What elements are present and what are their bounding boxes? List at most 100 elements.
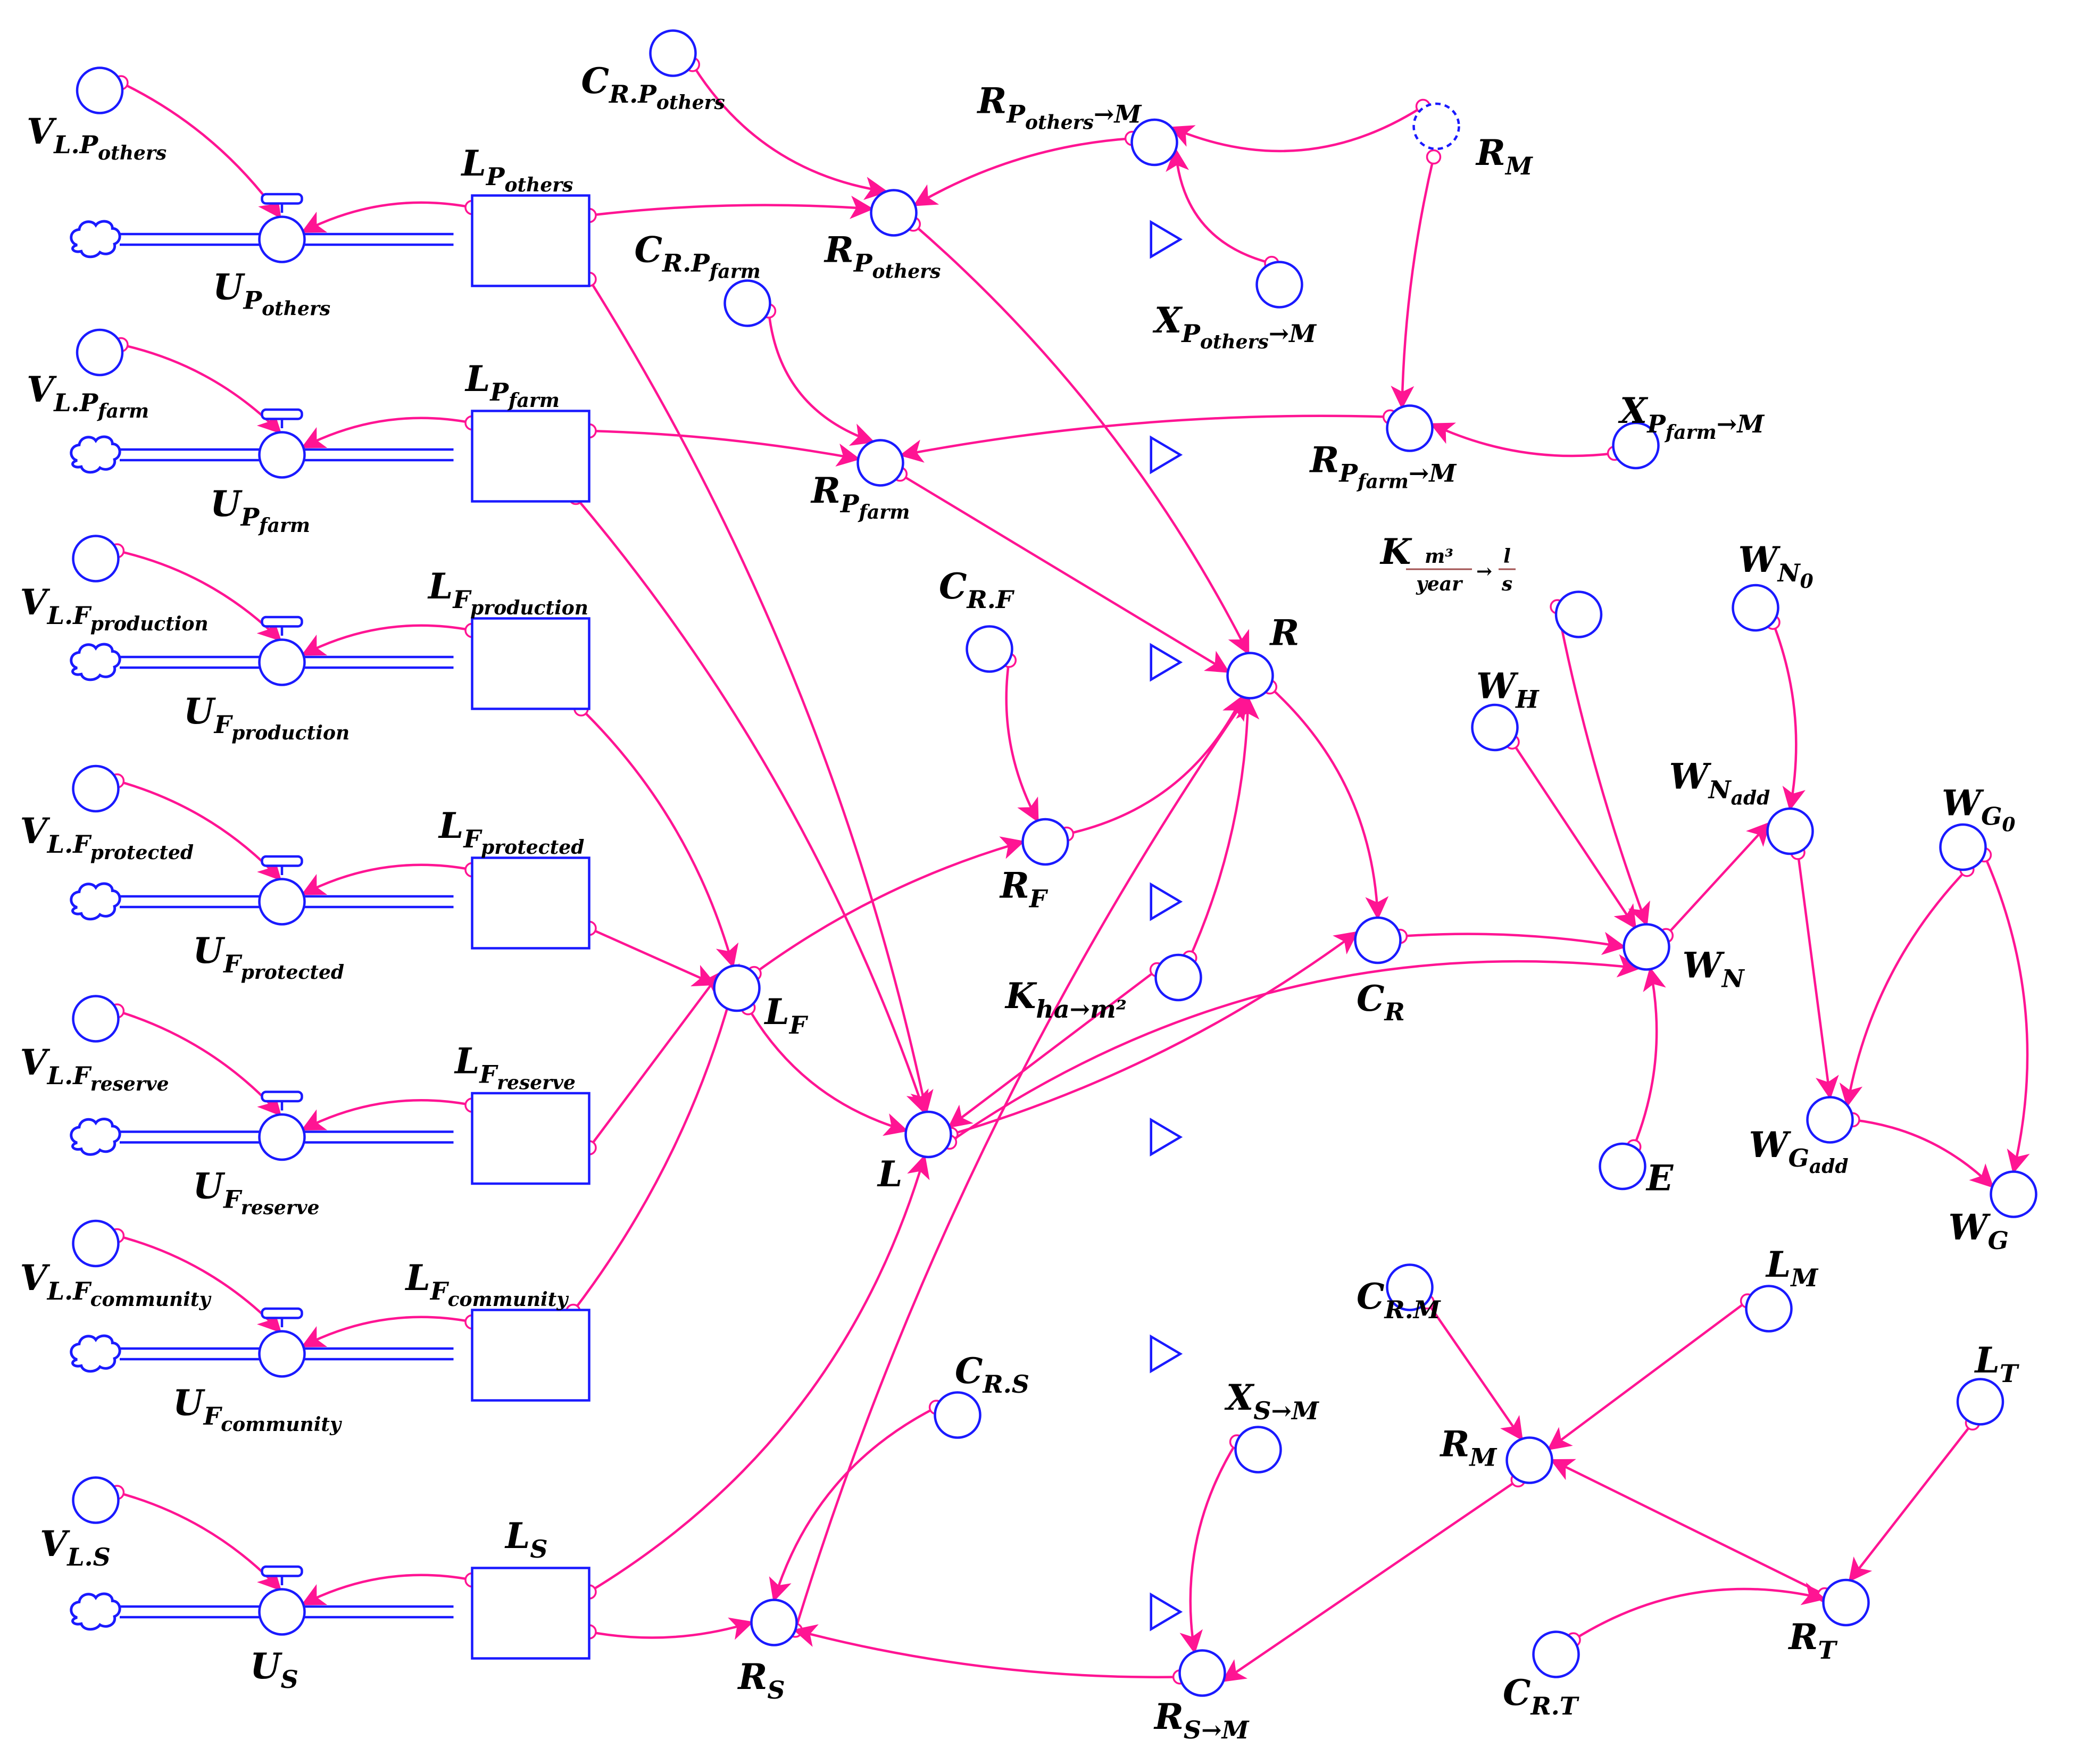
causal-link [301, 1316, 472, 1347]
causal-link [1848, 1422, 1974, 1583]
flow-valve-icon [258, 408, 306, 479]
causal-link [1556, 606, 1650, 927]
node-label: CR.Pfarm [635, 229, 761, 283]
node-label: UPothers [213, 267, 330, 320]
causal-link [117, 1491, 282, 1591]
node-label: LPothers [461, 143, 573, 196]
causal-link [575, 496, 929, 1114]
causal-link [1426, 1301, 1523, 1441]
causal-link [1066, 695, 1244, 836]
causal-link [899, 414, 1391, 463]
node-label: VL.Freserve [20, 1042, 169, 1095]
variable-node [723, 279, 771, 327]
node-label: VL.Fprotected [20, 810, 194, 864]
node-label: XPothers→M [1152, 299, 1317, 353]
variable-node [934, 1391, 981, 1439]
causal-link [1169, 105, 1424, 153]
causal-link [589, 195, 874, 219]
node-label: WG0 [1942, 783, 2015, 836]
node-label: WG [1949, 1206, 2009, 1255]
causal-link [588, 927, 717, 987]
causal-link [580, 708, 739, 968]
variable-node [1130, 118, 1178, 167]
node-label: RPothers→M [977, 80, 1143, 134]
fraction-denominator: year [1416, 573, 1463, 595]
causal-link [301, 1574, 472, 1605]
node-label: RS [737, 1656, 785, 1704]
node-label: L [877, 1153, 902, 1195]
node-label: CR.M [1357, 1276, 1442, 1324]
node-label: UFcommunity [173, 1382, 342, 1436]
node-label: CR.S [955, 1350, 1029, 1399]
causal-link [793, 1624, 1180, 1678]
causal-link [1188, 695, 1260, 959]
causal-link [913, 137, 1133, 206]
causal-link [589, 429, 861, 467]
node-label: RPfarm→M [1309, 439, 1458, 493]
variable-node [1623, 923, 1670, 971]
variable-node [1806, 1096, 1854, 1144]
node-label: LFprotected [438, 805, 584, 859]
node-label: VL.S [40, 1523, 111, 1571]
variable-node [1745, 1285, 1793, 1333]
causal-link [301, 1099, 472, 1130]
flow-valve-icon [258, 855, 306, 926]
node-label: CR.F [939, 565, 1015, 614]
variable-node [1822, 1578, 1870, 1627]
node-label: RS→M [1153, 1696, 1250, 1744]
node-label: RM [1475, 132, 1534, 180]
variable-node [72, 995, 120, 1043]
node-label: LFcommunity [405, 1257, 569, 1311]
variable-node [1766, 807, 1814, 855]
variable-node [1956, 1378, 2004, 1426]
node-label: UPfarm [210, 483, 310, 537]
node-label: VL.Fproduction [20, 581, 209, 635]
node-label: RPfarm [810, 470, 910, 523]
causal-link [1573, 1582, 1826, 1641]
causal-link [1400, 931, 1626, 955]
variable-node [76, 66, 124, 114]
causal-link [794, 696, 1248, 1631]
node-label: WH [1476, 665, 1540, 714]
variable-node [649, 29, 697, 77]
source-cloud-icon [70, 643, 121, 681]
node-label: XS→M [1224, 1377, 1320, 1425]
node-label: VL.Pothers [27, 111, 167, 164]
causal-link [1166, 147, 1272, 265]
causal-link [1391, 156, 1435, 410]
flow-valve-icon [258, 1307, 306, 1378]
flow-valve-icon [258, 1091, 306, 1161]
node-label: WN0 [1738, 539, 1814, 593]
node-label: RPothers [823, 229, 941, 283]
variable-node [1505, 1436, 1553, 1484]
causal-link [1511, 741, 1637, 929]
node-label: LM [1765, 1244, 1819, 1292]
causal-link [747, 1007, 909, 1136]
variable-node [76, 328, 124, 377]
node-label: WGadd [1749, 1124, 1849, 1178]
node-label: VL.Fcommunity [20, 1257, 212, 1311]
node-label: LF [764, 991, 809, 1039]
node-label: WNadd [1669, 756, 1770, 810]
flow-valve-icon [258, 193, 306, 263]
node-label: LPfarm [464, 358, 560, 412]
node-label: LFproduction [427, 565, 588, 619]
causal-link [1005, 660, 1039, 823]
causal-link [588, 971, 721, 1149]
flow-valve-icon [258, 1565, 306, 1636]
fraction-denominator: s [1501, 573, 1512, 595]
variable-node [1599, 1142, 1646, 1191]
causal-link [1771, 622, 1806, 811]
stock-box [471, 1309, 590, 1402]
causal-link [753, 836, 1025, 975]
causal-link [1852, 1118, 1994, 1188]
variable-node [1234, 1426, 1282, 1474]
source-cloud-icon [70, 882, 121, 921]
node-label: UFproduction [184, 690, 350, 744]
variable-node [966, 625, 1013, 673]
node-label: UFreserve [193, 1166, 320, 1219]
causal-link [589, 1617, 754, 1640]
node-label: RT [1788, 1616, 1839, 1665]
labels: LPothersLPfarmLFproductionLFprotectedLFr… [20, 60, 2020, 1744]
causal-link [588, 1154, 930, 1593]
